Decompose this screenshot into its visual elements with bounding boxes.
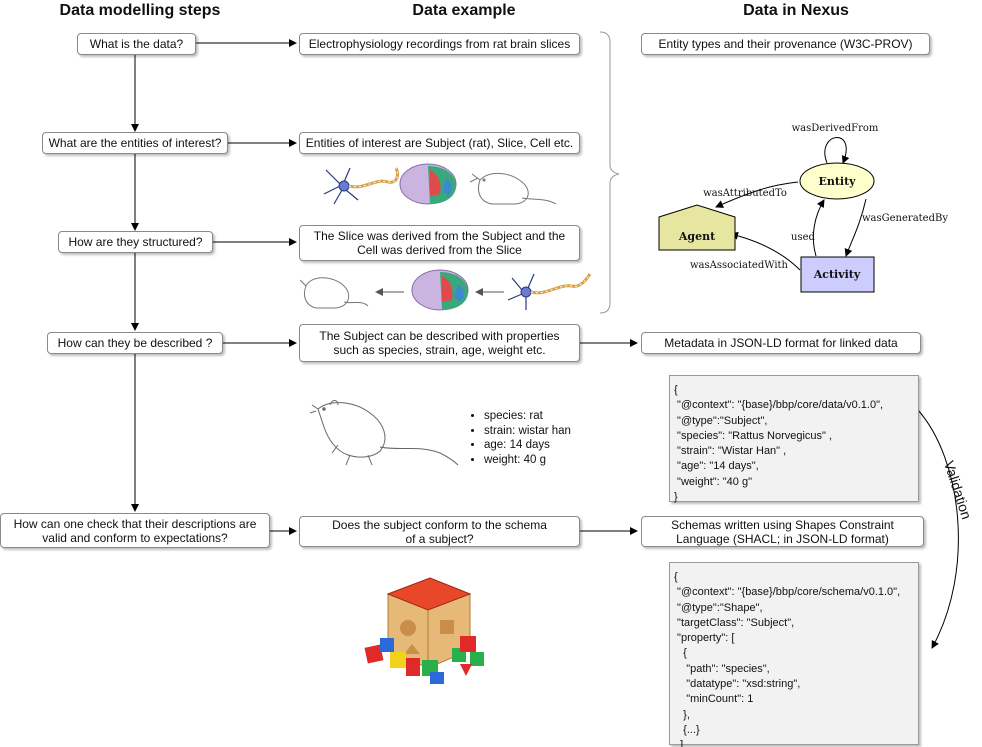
property-age: age: 14 days [484,438,571,453]
step-box-4: How can they be described ? [47,332,223,354]
header-steps: Data modelling steps [59,2,221,19]
edge-was-derived-from [824,137,850,164]
label-was-attributed-to: wasAttributedTo [703,188,787,199]
neuron-icon [323,167,400,205]
rat-illustration [310,400,459,466]
subject-properties-list: species: rat strain: wistar han age: 14 … [468,409,571,467]
shape-sorter-illustration [364,577,484,684]
nexus-schemas-box: Schemas written using Shapes Constraint … [641,516,924,547]
shape-sorter-icon [364,577,484,684]
rat-icon [300,277,369,309]
property-weight: weight: 40 g [484,453,571,468]
nexus-metadata-box: Metadata in JSON-LD format for linked da… [641,332,921,354]
example-box-2: Entities of interest are Subject (rat), … [299,132,580,154]
json-ld-schema-box: { "@context": "{base}/bbp/core/schema/v0… [669,562,919,747]
rat-icon [310,400,459,466]
example-box-4: The Subject can be described with proper… [299,324,580,362]
grouping-brace [599,31,620,314]
label-was-associated-with: wasAssociatedWith [690,260,789,271]
node-agent-label: Agent [678,230,716,243]
step-box-1: What is the data? [77,33,196,55]
edge-was-associated-with [730,231,801,271]
label-was-derived-from: wasDerivedFrom [792,123,879,134]
json-ld-data-box: { "@context": "{base}/bbp/core/data/v0.1… [669,375,919,503]
brain-slice-icon [411,269,469,311]
node-activity-label: Activity [813,268,861,281]
neuron-icon [507,273,592,310]
derivation-illustration [300,269,592,311]
node-entity-label: Entity [818,175,856,188]
validation-arrow [917,409,959,649]
edge-was-attributed-to [715,181,799,208]
brain-slice-icon [399,163,457,205]
nexus-provenance-box: Entity types and their provenance (W3C-P… [641,33,930,55]
entities-illustration [323,163,557,205]
example-box-5: Does the subject conform to the schema o… [299,516,580,547]
step-box-5: How can one check that their description… [0,513,270,548]
header-nexus: Data in Nexus [743,2,849,19]
node-entity-shape [799,162,875,200]
edge-was-generated-by [844,198,867,257]
property-species: species: rat [484,409,571,424]
node-activity-shape [800,256,875,293]
example-box-1: Electrophysiology recordings from rat br… [299,33,580,55]
label-was-generated-by: wasGeneratedBy [862,213,948,224]
header-example: Data example [412,2,516,19]
property-strain: strain: wistar han [484,424,571,439]
label-used: used [791,232,815,243]
step-box-2: What are the entities of interest? [42,132,228,154]
edge-used [812,199,825,257]
example-box-3: The Slice was derived from the Subject a… [299,225,580,261]
node-agent-shape [658,204,736,251]
step-box-3: How are they structured? [58,231,213,253]
prov-diagram: Entity Agent Activity wasDerivedFrom was… [658,123,948,293]
rat-icon [469,173,557,205]
